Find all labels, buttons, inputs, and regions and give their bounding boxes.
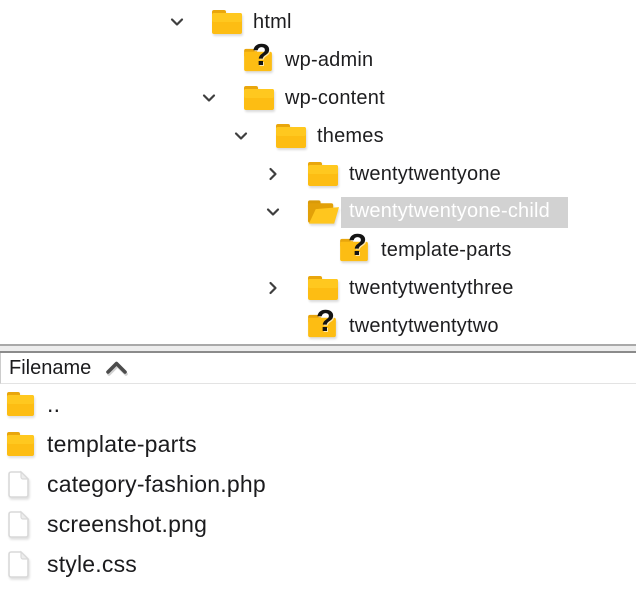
- tree-item-label: twentytwentytwo: [349, 314, 499, 337]
- tree-item-wp-admin[interactable]: ? wp-admin: [0, 38, 636, 79]
- tree-item-html[interactable]: html: [0, 3, 636, 41]
- tree-item-label: template-parts: [381, 238, 512, 261]
- folder-icon: [307, 159, 340, 189]
- chevron-down-icon[interactable]: [264, 204, 281, 221]
- folder-open-icon: [307, 197, 340, 227]
- panel-splitter[interactable]: [0, 344, 636, 353]
- folder-icon: [211, 7, 244, 37]
- folder-icon: [243, 83, 276, 113]
- chevron-down-icon[interactable]: [232, 128, 249, 145]
- tree-item-label: themes: [317, 124, 384, 147]
- tree-item-label: wp-admin: [285, 48, 374, 71]
- list-item-label: ..: [47, 390, 61, 417]
- remote-file-tree: html ? wp-admin wp-content: [0, 3, 636, 345]
- folder-icon: [307, 273, 340, 303]
- chevron-right-icon[interactable]: [264, 166, 281, 183]
- tree-item-label: twentytwentyone: [349, 162, 501, 185]
- filename-column-header[interactable]: Filename: [0, 353, 636, 384]
- question-mark-glyph: ?: [252, 37, 271, 72]
- folder-icon: [275, 121, 308, 151]
- folder-icon: [6, 431, 37, 458]
- tree-item-twentytwentyone[interactable]: twentytwentyone: [0, 155, 636, 193]
- tree-item-wp-content[interactable]: wp-content: [0, 79, 636, 117]
- folder-question-icon: ?: [243, 38, 276, 75]
- file-icon: [6, 470, 37, 499]
- list-item-label: style.css: [47, 550, 137, 577]
- list-item-template-parts[interactable]: template-parts: [0, 424, 636, 464]
- list-item-parent-directory[interactable]: ..: [0, 384, 636, 424]
- folder-question-icon: ?: [307, 304, 340, 341]
- file-list-panel: Filename .. template-parts: [0, 353, 636, 584]
- tree-item-template-parts[interactable]: ? template-parts: [0, 228, 636, 269]
- file-icon: [6, 550, 37, 579]
- folder-question-icon: ?: [339, 228, 372, 265]
- tree-item-twentytwentytwo[interactable]: ? twentytwentytwo: [0, 304, 636, 345]
- list-item-screenshot-png[interactable]: screenshot.png: [0, 504, 636, 544]
- chevron-down-icon[interactable]: [200, 90, 217, 107]
- question-mark-glyph: ?: [348, 227, 367, 262]
- tree-item-label-selected: twentytwentyone-child: [341, 196, 568, 228]
- list-item-label: category-fashion.php: [47, 470, 266, 497]
- list-item-label: screenshot.png: [47, 510, 208, 537]
- filename-column-label: Filename: [9, 356, 92, 379]
- list-item-style-css[interactable]: style.css: [0, 544, 636, 584]
- chevron-down-icon[interactable]: [168, 14, 185, 31]
- tree-item-label: html: [253, 10, 292, 33]
- tree-item-twentytwentyone-child[interactable]: twentytwentyone-child: [0, 193, 636, 231]
- folder-icon: [6, 391, 37, 418]
- tree-item-label: twentytwentythree: [349, 276, 514, 299]
- question-mark-glyph: ?: [316, 303, 335, 338]
- chevron-right-icon[interactable]: [264, 280, 281, 297]
- list-item-category-fashion-php[interactable]: category-fashion.php: [0, 464, 636, 504]
- list-item-label: template-parts: [47, 430, 197, 457]
- tree-item-themes[interactable]: themes: [0, 117, 636, 155]
- chevron-up-icon: [105, 360, 128, 376]
- tree-item-twentytwentythree[interactable]: twentytwentythree: [0, 269, 636, 307]
- tree-item-label: wp-content: [285, 86, 385, 109]
- file-icon: [6, 510, 37, 539]
